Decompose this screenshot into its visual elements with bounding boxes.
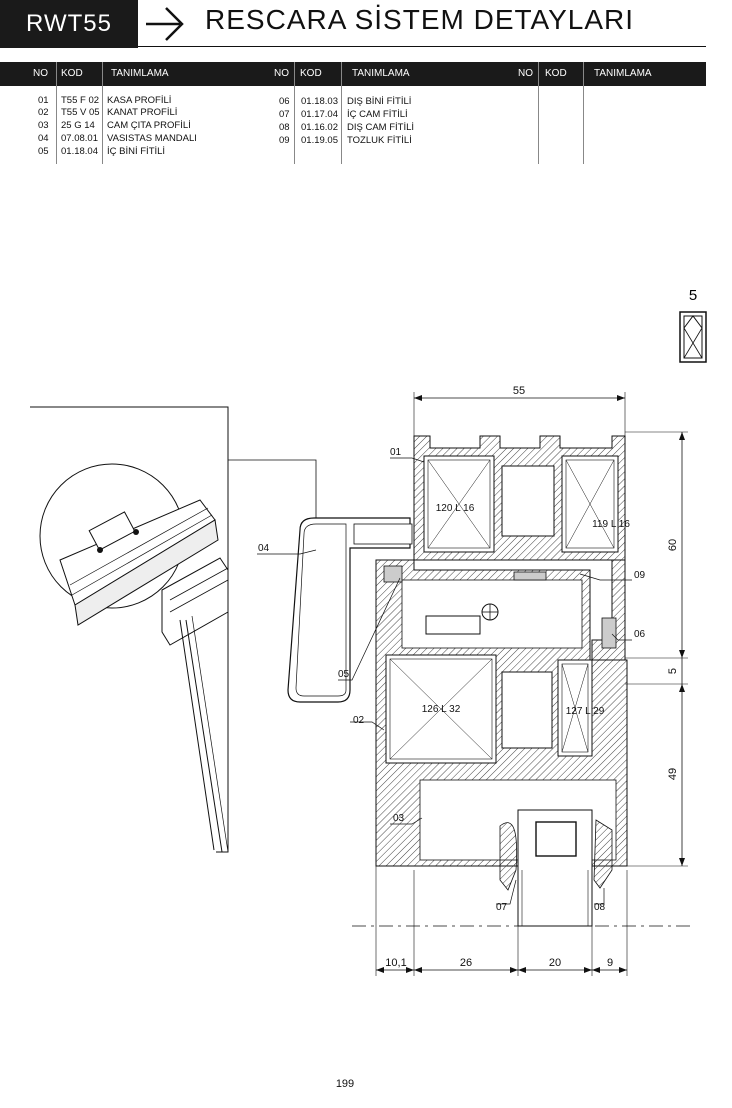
dimension-label: 26 [460, 957, 472, 969]
table-cell-no: 01 [38, 95, 49, 106]
parts-table: NO KOD TANIMLAMA NO KOD TANIMLAMA NO KOD… [0, 62, 706, 164]
gaskets [383, 565, 617, 649]
table-cell-tanim: İÇ CAM FİTİLİ [347, 109, 408, 120]
dimension-label: 55 [513, 385, 525, 397]
series-code: RWT55 [26, 10, 112, 37]
table-header-kod: KOD [61, 68, 83, 79]
callout-09: 09 [634, 570, 646, 581]
callout-06: 06 [634, 629, 646, 640]
dimension-top [413, 392, 626, 436]
dimension-label: 9 [607, 957, 613, 969]
table-header-no: NO [33, 68, 48, 79]
table-cell-no: 05 [38, 146, 49, 157]
table-divider [294, 62, 295, 164]
table-cell-no: 07 [279, 109, 290, 120]
table-cell-no: 09 [279, 135, 290, 146]
table-divider [102, 62, 103, 164]
callout-04: 04 [258, 543, 270, 554]
table-divider [341, 62, 342, 164]
table-divider [56, 62, 57, 164]
page-number: 199 [335, 1078, 355, 1090]
glazing-area [499, 809, 613, 927]
dimension-label: 49 [667, 768, 679, 780]
series-code-box [0, 0, 138, 48]
table-cell-no: 04 [38, 133, 49, 144]
chamber-label: 126 L 32 [422, 704, 461, 715]
table-cell-no: 06 [279, 96, 290, 107]
dimension-label: 10,1 [385, 957, 406, 969]
dimension-label: 20 [549, 957, 561, 969]
table-cell-tanim: KASA PROFİLİ [107, 95, 172, 106]
table-cell-kod: 01.18.04 [61, 146, 98, 157]
callout-07: 07 [496, 902, 508, 913]
table-cell-no: 03 [38, 120, 49, 131]
chamber-label: 120 L 16 [436, 503, 475, 514]
callout-05: 05 [338, 669, 350, 680]
dimension-label: 60 [667, 539, 679, 551]
chamber-label: 119 L 16 [592, 519, 630, 530]
window-type-icon [679, 311, 707, 363]
table-header-tanimlama: TANIMLAMA [594, 68, 652, 79]
table-cell-tanim: İÇ BİNİ FİTİLİ [107, 146, 166, 157]
frame-profile [413, 435, 626, 661]
window-type-number: 5 [689, 287, 697, 304]
callout-leaders [257, 457, 632, 905]
table-cell-kod: 01.16.02 [301, 122, 338, 133]
page-title: RESCARA SİSTEM DETAYLARI [205, 4, 635, 35]
handle [287, 517, 413, 703]
perspective-view [30, 406, 317, 853]
table-cell-no: 08 [279, 122, 290, 133]
table-cell-no: 02 [38, 107, 49, 118]
header-rule [138, 46, 706, 47]
table-header-no: NO [518, 68, 533, 79]
table-divider [538, 62, 539, 164]
table-header-kod: KOD [545, 68, 567, 79]
callout-02: 02 [353, 715, 365, 726]
table-header-tanimlama: TANIMLAMA [352, 68, 410, 79]
callout-03: 03 [393, 813, 405, 824]
arrow-right-icon [146, 7, 184, 41]
table-cell-kod: 01.17.04 [301, 109, 338, 120]
table-cell-kod: T55 V 05 [61, 107, 100, 118]
table-cell-kod: 01.18.03 [301, 96, 338, 107]
table-cell-kod: T55 F 02 [61, 95, 100, 106]
table-cell-tanim: TOZLUK FİTİLİ [347, 135, 412, 146]
table-divider [583, 62, 584, 164]
table-cell-tanim: CAM ÇITA PROFİLİ [107, 120, 191, 131]
table-cell-kod: 25 G 14 [61, 120, 95, 131]
chamber-label: 127 L 29 [566, 706, 605, 717]
callout-08: 08 [594, 902, 606, 913]
callout-01: 01 [390, 447, 402, 458]
dimension-label: 5 [667, 668, 679, 674]
table-header-no: NO [274, 68, 289, 79]
table-header-tanimlama: TANIMLAMA [111, 68, 169, 79]
table-header-bar [0, 62, 706, 86]
table-cell-tanim: DIŞ CAM FİTİLİ [347, 122, 415, 133]
table-header-kod: KOD [300, 68, 322, 79]
table-cell-tanim: KANAT PROFİLİ [107, 107, 178, 118]
table-cell-kod: 07.08.01 [61, 133, 98, 144]
table-cell-tanim: DIŞ BİNİ FİTİLİ [347, 96, 412, 107]
dimension-right [625, 431, 688, 867]
table-cell-kod: 01.19.05 [301, 135, 338, 146]
table-cell-tanim: VASISTAS MANDALI [107, 133, 197, 144]
